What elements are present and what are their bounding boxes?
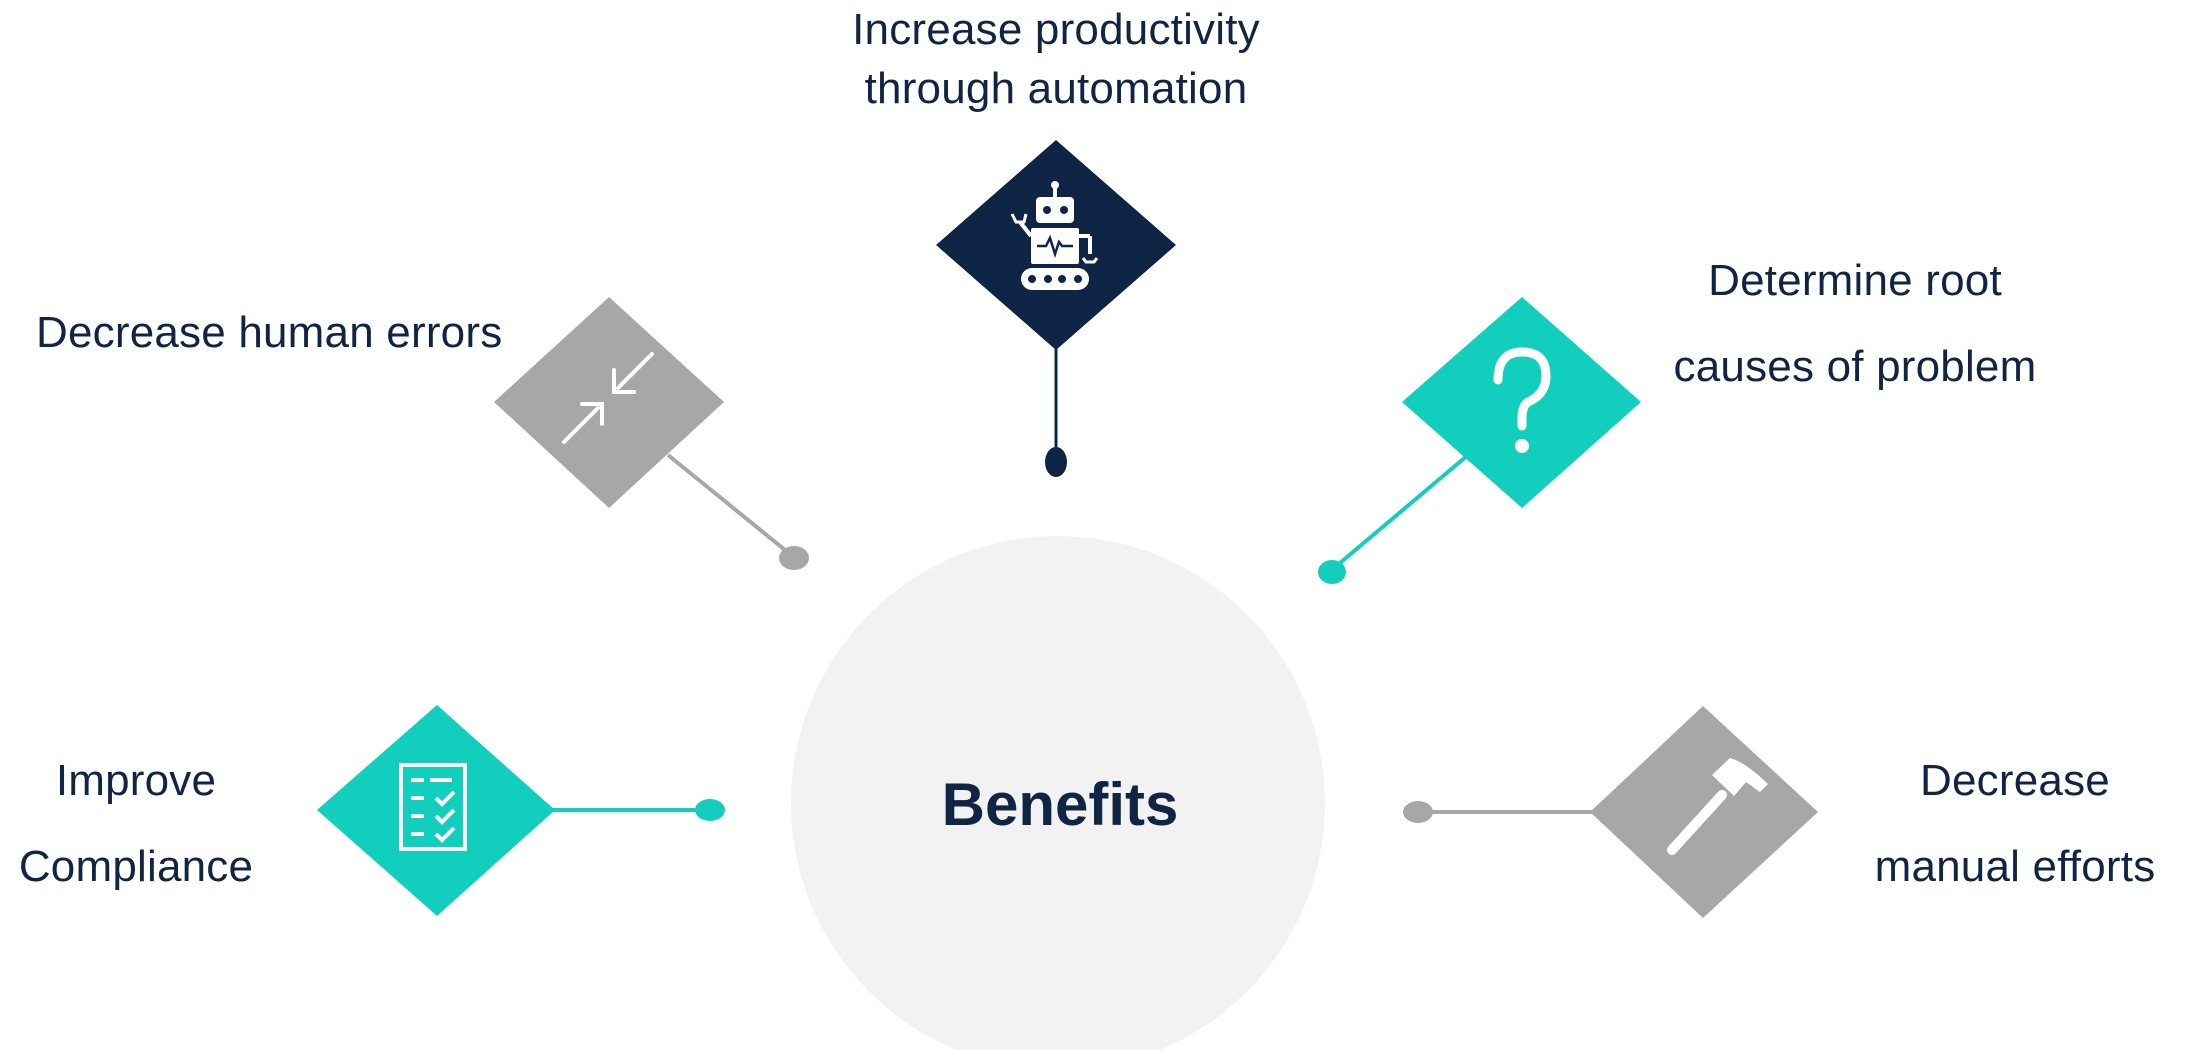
question-mark-icon bbox=[1493, 347, 1551, 453]
label-manual: Decrease manual efforts bbox=[1860, 738, 2170, 910]
label-root-cause-line2: causes of problem bbox=[1673, 342, 2037, 391]
label-compliance-line1: Improve bbox=[55, 756, 217, 805]
checklist-icon bbox=[399, 763, 467, 851]
connector-compliance bbox=[550, 799, 725, 821]
label-automation: Increase productivity through automation bbox=[806, 0, 1306, 119]
connector-manual bbox=[1403, 801, 1595, 823]
label-root-cause: Determine root causes of problem bbox=[1620, 238, 2090, 410]
center-circle bbox=[791, 536, 1325, 1050]
diamond-errors bbox=[494, 297, 724, 508]
label-errors-line1: Decrease human errors bbox=[36, 308, 503, 357]
label-automation-line1: Increase productivity bbox=[852, 5, 1260, 54]
label-errors: Decrease human errors bbox=[36, 303, 502, 362]
label-root-cause-line1: Determine root bbox=[1708, 256, 2002, 305]
minimize-arrows-icon bbox=[562, 352, 654, 444]
label-automation-line2: through automation bbox=[864, 64, 1248, 114]
label-compliance-line2: Compliance bbox=[18, 842, 254, 891]
connector-automation bbox=[1045, 348, 1067, 477]
connector-root-cause bbox=[1318, 453, 1470, 584]
label-compliance: Improve Compliance bbox=[0, 738, 272, 910]
label-manual-line2: manual efforts bbox=[1874, 842, 2156, 891]
center-title: Benefits bbox=[941, 771, 1179, 838]
connector-errors bbox=[666, 453, 809, 570]
diamond-compliance bbox=[317, 705, 555, 916]
label-manual-line1: Decrease bbox=[1920, 756, 2110, 805]
robot-icon bbox=[1010, 181, 1099, 290]
hammer-icon bbox=[1667, 758, 1768, 855]
